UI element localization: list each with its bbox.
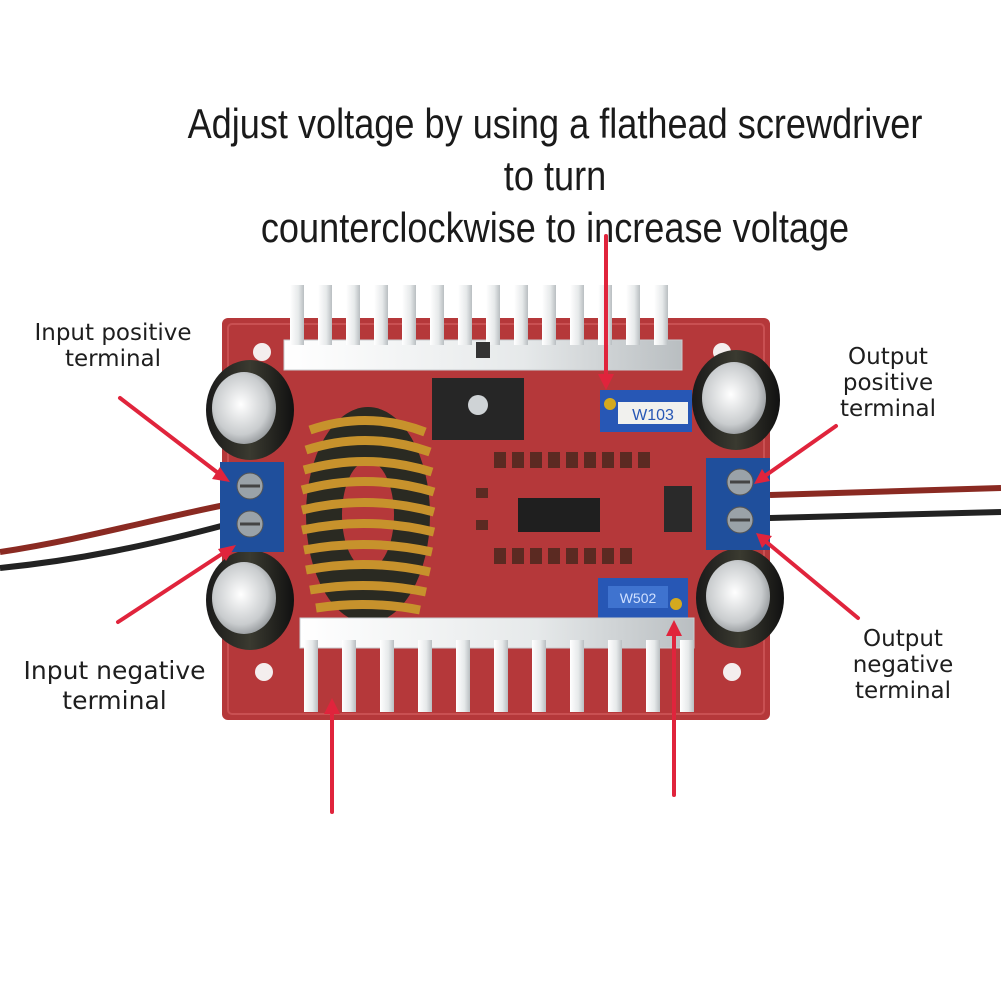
mount-hole-tl [253,343,271,361]
capacitor-input-top [206,360,294,460]
arrow-bottom-left [324,698,340,814]
label-line: terminal [62,686,167,715]
input-terminal-block [220,462,284,552]
trimmer-pot-top: W103 [600,390,692,432]
headline-line-2: counterclockwise to increase voltage [260,204,850,251]
label-line: terminal [854,678,952,704]
mount-hole-bl [255,663,273,681]
arrow-output-positive [754,424,838,484]
label-line: terminal [839,396,937,422]
input-wires [0,502,226,571]
capacitor-input-bottom [206,550,294,650]
label-line: negative [852,652,954,678]
arrow-bottom-right [666,620,682,797]
output-terminal-block [706,458,770,550]
label-line: terminal [64,346,162,372]
trimmer-pot-bottom: W502 [598,578,688,618]
mount-hole-br [723,663,741,681]
headline: Adjust voltage by using a flathead screw… [181,98,929,254]
arrow-output-negative [756,533,860,620]
controller-ic [518,498,600,532]
output-wires [769,485,1001,521]
trimmer-top-code: W103 [632,407,674,424]
label-output-positive-terminal: Output positive terminal [828,344,948,422]
trimmer-bottom-code: W502 [620,590,657,606]
label-input-positive-terminal: Input positive terminal [18,320,208,372]
top-heatsink [283,285,683,371]
label-line: positive [842,370,934,396]
toroidal-inductor [300,407,436,623]
label-line: Output [863,626,943,652]
capacitor-output-top [692,350,780,450]
label-line: Output [848,344,928,370]
arrow-voltage-adjust [598,234,614,390]
arrow-input-positive [118,396,230,482]
capacitor-output-bottom [696,548,784,648]
label-line: Input positive [34,320,192,346]
label-output-negative-terminal: Output negative terminal [838,626,968,704]
diode [664,486,692,532]
arrow-input-negative [116,545,236,624]
smd-components [476,452,650,564]
bottom-heatsink [299,617,695,712]
label-line: Input negative [23,656,206,685]
headline-line-1: Adjust voltage by using a flathead screw… [187,100,923,199]
label-input-negative-terminal: Input negative terminal [12,656,217,716]
